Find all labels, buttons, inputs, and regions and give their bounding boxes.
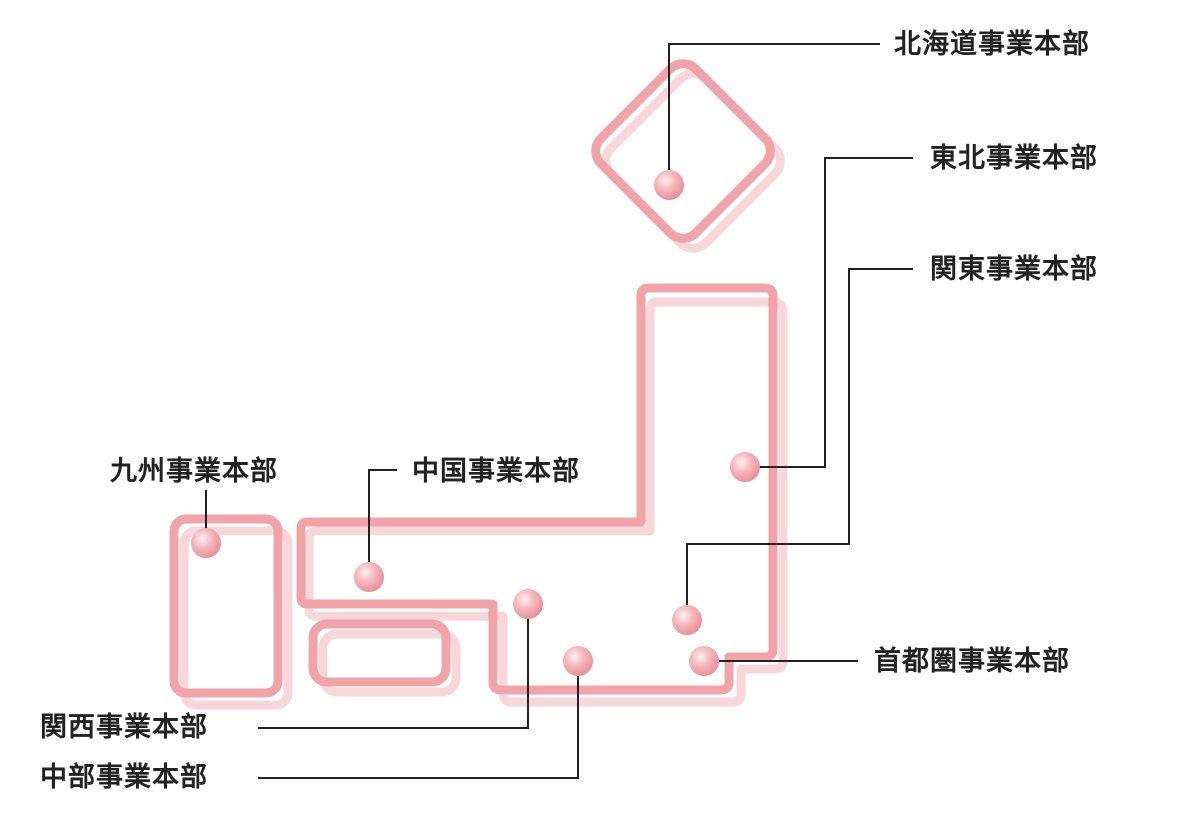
- marker-hokkaido: [654, 170, 684, 200]
- marker-kanto: [672, 605, 702, 635]
- honshu-shape: [296, 283, 778, 695]
- label-kyushu: 九州事業本部: [110, 456, 278, 487]
- leader-lines: [205, 43, 913, 779]
- hokkaido-shape: [591, 59, 775, 243]
- region-markers: [191, 170, 760, 676]
- shikoku-shape: [308, 619, 451, 687]
- region-outlines: [169, 59, 778, 698]
- marker-tohoku: [730, 452, 760, 482]
- leader-hokkaido: [668, 43, 880, 185]
- label-shutoken: 首都圏事業本部: [874, 646, 1070, 677]
- label-hokkaido: 北海道事業本部: [894, 29, 1090, 60]
- label-chugoku: 中国事業本部: [412, 456, 580, 487]
- leader-chugoku: [368, 469, 397, 577]
- leader-kansai: [258, 604, 529, 729]
- marker-shutoken: [689, 646, 719, 676]
- leader-tohoku: [745, 157, 913, 468]
- marker-chugoku: [354, 562, 384, 592]
- marker-kyushu: [191, 528, 221, 558]
- label-tohoku: 東北事業本部: [930, 143, 1098, 174]
- leader-kanto: [686, 268, 913, 620]
- kyushu-shape: [169, 514, 283, 698]
- label-kansai: 関西事業本部: [40, 712, 208, 743]
- marker-chubu: [563, 646, 593, 676]
- marker-kansai: [513, 589, 543, 619]
- label-chubu: 中部事業本部: [40, 762, 208, 793]
- label-kanto: 関東事業本部: [930, 254, 1098, 285]
- leader-chubu: [258, 661, 579, 779]
